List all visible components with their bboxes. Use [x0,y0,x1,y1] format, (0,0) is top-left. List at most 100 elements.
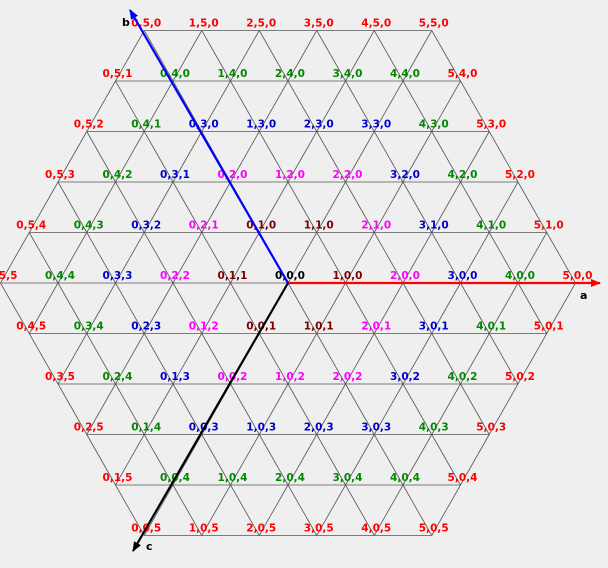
lattice-label: 3,5,0 [304,18,334,30]
grid-line [86,80,116,132]
grid-line [57,383,88,435]
grid-line [86,282,116,334]
lattice-label: 3,2,0 [390,169,420,181]
grid-line [460,131,490,183]
lattice-label: 0,5,1 [103,68,133,80]
grid-line [0,282,30,334]
lattice-label: 0,4,2 [103,169,133,181]
grid-line [488,181,519,233]
lattice-label: 4,1,0 [476,220,506,232]
grid-line [460,232,490,284]
lattice-label: 5,0,4 [448,472,478,484]
grid-line [28,282,59,334]
grid-line [115,232,145,284]
lattice-label: 4,0,5 [361,523,391,535]
grid-line [230,131,260,183]
grid-line [28,181,59,233]
grid-line [373,80,404,132]
lattice-label: 4,0,0 [505,270,535,282]
lattice-label: 3,4,0 [333,68,363,80]
lattice-label: 4,2,0 [448,169,478,181]
grid-line [345,131,375,183]
lattice-label: 0,5,2 [74,119,104,131]
grid-line [546,282,576,334]
grid-line [460,333,490,385]
lattice-label: 1,3,0 [246,119,276,131]
lattice-label: 2,2,0 [333,169,363,181]
lattice-label: 0,5,4 [16,220,46,232]
grid-line [316,484,346,536]
lattice-label: 0,1,1 [218,270,248,282]
grid-line [86,181,116,233]
grid-line [373,30,404,82]
lattice-label: 0,2,2 [160,270,190,282]
lattice-label: 5,0,3 [476,422,506,434]
lattice-label: 5,0,2 [505,371,535,383]
lattice-label: 0,3,4 [74,321,104,333]
grid-line [517,333,548,385]
grid-line [258,333,289,385]
lattice-label: 0,1,5 [103,472,133,484]
grid-line [143,333,174,385]
grid-line [373,131,404,183]
lattice-label: 0,3,5 [45,371,75,383]
grid-line [316,30,346,82]
grid-line [460,80,490,132]
lattice-label: 4,0,1 [476,321,506,333]
grid-line [287,333,318,385]
grid-line [115,131,145,183]
grid-line [488,383,519,435]
grid-line [230,30,260,82]
lattice-label: 0,0,1 [246,321,276,333]
lattice-label: 0,0,0 [275,270,305,282]
lattice-label: 2,0,4 [275,472,305,484]
grid-line [258,80,289,132]
grid-line [143,131,174,183]
lattice-label: 0,4,3 [74,220,104,232]
grid-line [373,434,404,486]
lattice-label: 2,5,0 [246,18,276,30]
grid-line [230,434,260,486]
grid-line [488,282,519,334]
grid-line [143,484,174,536]
grid-line [373,333,404,385]
grid-line [287,80,318,132]
grid-line [57,232,88,284]
lattice-label: 0,2,1 [189,220,219,232]
lattice-label: 1,5,0 [189,18,219,30]
grid-line [402,484,433,536]
grid-line [517,181,548,233]
grid-line [86,131,116,183]
lattice-label: 0,3,0 [189,119,219,131]
grid-line [201,30,231,82]
grid-line [201,282,231,334]
lattice-label: 4,0,3 [419,422,449,434]
grid-line [287,484,318,536]
lattice-label: 1,0,2 [275,371,305,383]
grid-line [431,232,461,284]
grid-line [57,282,88,334]
grid-line [230,282,260,334]
grid-line [316,434,346,486]
grid-line [402,131,433,183]
grid-line [115,484,145,536]
axis-b-arrow [129,9,289,284]
lattice-label: 4,4,0 [390,68,420,80]
grid-line [345,383,375,435]
grid-line [115,30,145,82]
grid-line [57,181,88,233]
grid-line [115,383,145,435]
grid-line [431,333,461,385]
lattice-label: 0,4,4 [45,270,75,282]
grid-line [488,131,519,183]
lattice-label: 5,1,0 [534,220,564,232]
grid-line [258,484,289,536]
lattice-label: 4,5,0 [361,18,391,30]
grid-line [345,434,375,486]
axis-b-label: b [122,16,130,29]
grid-line [402,80,433,132]
grid-line [143,80,174,132]
grid-line [488,333,519,385]
lattice-label: 5,4,0 [448,68,478,80]
lattice-label: 5,2,0 [505,169,535,181]
